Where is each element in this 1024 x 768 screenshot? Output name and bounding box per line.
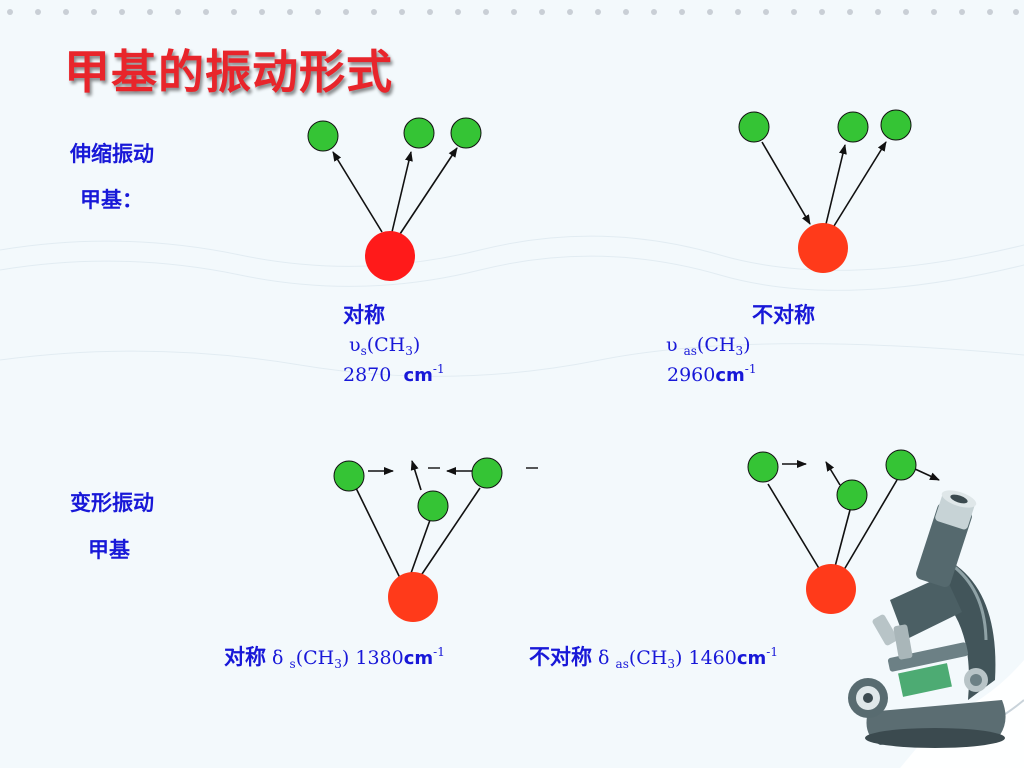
bending-group-label: 甲基 xyxy=(88,538,130,562)
hydrogen-atom-icon xyxy=(417,490,449,522)
hydrogen-atom-icon xyxy=(837,111,869,143)
formula-end: ) xyxy=(743,334,751,356)
wavenumber-value: 1460 xyxy=(688,647,737,669)
stretch-symmetric-label: 对称 xyxy=(343,303,385,327)
bend-asymmetric-diagram xyxy=(747,449,940,614)
stretch-symmetric-formula: υs(CH3) xyxy=(349,334,420,358)
formula-subscript: 3 xyxy=(667,657,676,671)
carbon-atom-icon xyxy=(388,572,438,622)
carbon-atom-icon xyxy=(365,231,415,281)
stretch-asymmetric-formula: υ as(CH3) xyxy=(666,334,751,358)
formula-text: (CH xyxy=(628,647,668,669)
unit-superscript: -1 xyxy=(432,362,445,376)
hydrogen-atom-icon xyxy=(333,460,365,492)
formula-end: ) xyxy=(675,647,683,669)
formula-subscript: 3 xyxy=(405,344,413,358)
formula-end: ) xyxy=(412,334,421,356)
hydrogen-atom-icon xyxy=(885,449,917,481)
page-title: 甲基的振动形式 xyxy=(64,45,393,99)
bending-label: 变形振动 xyxy=(70,491,154,515)
hydrogen-atom-icon xyxy=(836,479,868,511)
formula-subscript: 3 xyxy=(735,344,744,358)
symbol: δ xyxy=(272,647,284,669)
stretch-asymmetric-wavenumber: 2960cm-1 xyxy=(667,362,757,386)
microscope-icon xyxy=(848,490,1006,748)
stretch-symmetric-wavenumber: 2870 cm-1 xyxy=(343,362,445,386)
hydrogen-atom-icon xyxy=(747,451,779,483)
hydrogen-atom-icon xyxy=(738,111,770,143)
symbol: δ xyxy=(598,647,610,669)
formula-text: (CH xyxy=(295,647,335,669)
carbon-atom-icon xyxy=(806,564,856,614)
bend-asymmetric-caption: 不对称 δ as(CH3) 1460cm-1 xyxy=(529,641,778,671)
symbol-subscript: as xyxy=(683,344,697,358)
hydrogen-atom-icon xyxy=(471,457,503,489)
unit: cm xyxy=(715,365,745,386)
hydrogen-atom-icon xyxy=(880,109,912,141)
bend-symmetric-diagram xyxy=(333,457,538,622)
formula-subscript: 3 xyxy=(334,657,342,671)
unit-superscript: -1 xyxy=(766,645,778,659)
unit: cm xyxy=(403,365,433,386)
unit: cm xyxy=(736,648,767,669)
carbon-atom-icon xyxy=(798,223,848,273)
unit-superscript: -1 xyxy=(433,645,445,659)
bend-asymmetric-label: 不对称 xyxy=(529,645,592,669)
symbol-subscript: s xyxy=(360,344,367,358)
unit: cm xyxy=(403,648,434,669)
symbol-subscript: as xyxy=(615,657,629,671)
symbol-subscript: s xyxy=(289,657,296,671)
formula-end: ) xyxy=(341,647,350,669)
stretching-label: 伸缩振动 xyxy=(70,142,154,166)
hydrogen-atom-icon xyxy=(403,117,435,149)
formula-text: (CH xyxy=(696,334,736,356)
stretch-asymmetric-label: 不对称 xyxy=(752,303,815,327)
stretching-group-label: 甲基： xyxy=(80,188,143,212)
stretch-symmetric-diagram xyxy=(307,117,482,281)
hydrogen-atom-icon xyxy=(450,117,482,149)
formula-text: (CH xyxy=(366,334,406,356)
wavenumber-value: 1380 xyxy=(355,647,404,669)
wavenumber-value: 2960 xyxy=(667,364,716,386)
symbol: υ xyxy=(666,334,678,356)
unit-superscript: -1 xyxy=(744,362,757,376)
hydrogen-atom-icon xyxy=(307,120,339,152)
bend-symmetric-caption: 对称 δ s(CH3) 1380cm-1 xyxy=(224,641,445,671)
bend-symmetric-label: 对称 xyxy=(224,645,266,669)
wavenumber-value: 2870 xyxy=(343,364,392,386)
symbol: υ xyxy=(349,334,361,356)
stretch-asymmetric-diagram xyxy=(738,109,912,273)
